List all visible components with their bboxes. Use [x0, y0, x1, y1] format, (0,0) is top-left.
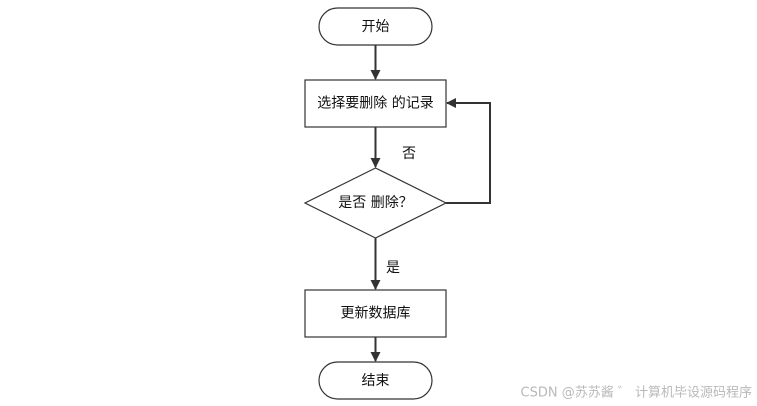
end-node-label: 结束 — [362, 373, 390, 389]
edge-label-no: 否 — [402, 146, 416, 162]
start-node-label: 开始 — [362, 19, 390, 35]
decision-node: 是否 删除？ — [303, 167, 448, 239]
edge-label-yes: 是 — [386, 260, 400, 276]
update-database-node: 更新数据库 — [304, 289, 447, 338]
edge-decision-no-loop — [446, 98, 491, 204]
watermark-text: CSDN @苏苏酱 ゛ 计算机毕设源码程序 — [521, 385, 752, 401]
end-node: 结束 — [318, 361, 433, 400]
decision-label: 是否 删除？ — [338, 195, 412, 211]
select-record-label: 选择要删除 的记录 — [317, 96, 433, 112]
start-node: 开始 — [318, 7, 433, 46]
update-database-label: 更新数据库 — [341, 306, 411, 322]
select-record-node: 选择要删除 的记录 — [304, 79, 447, 128]
